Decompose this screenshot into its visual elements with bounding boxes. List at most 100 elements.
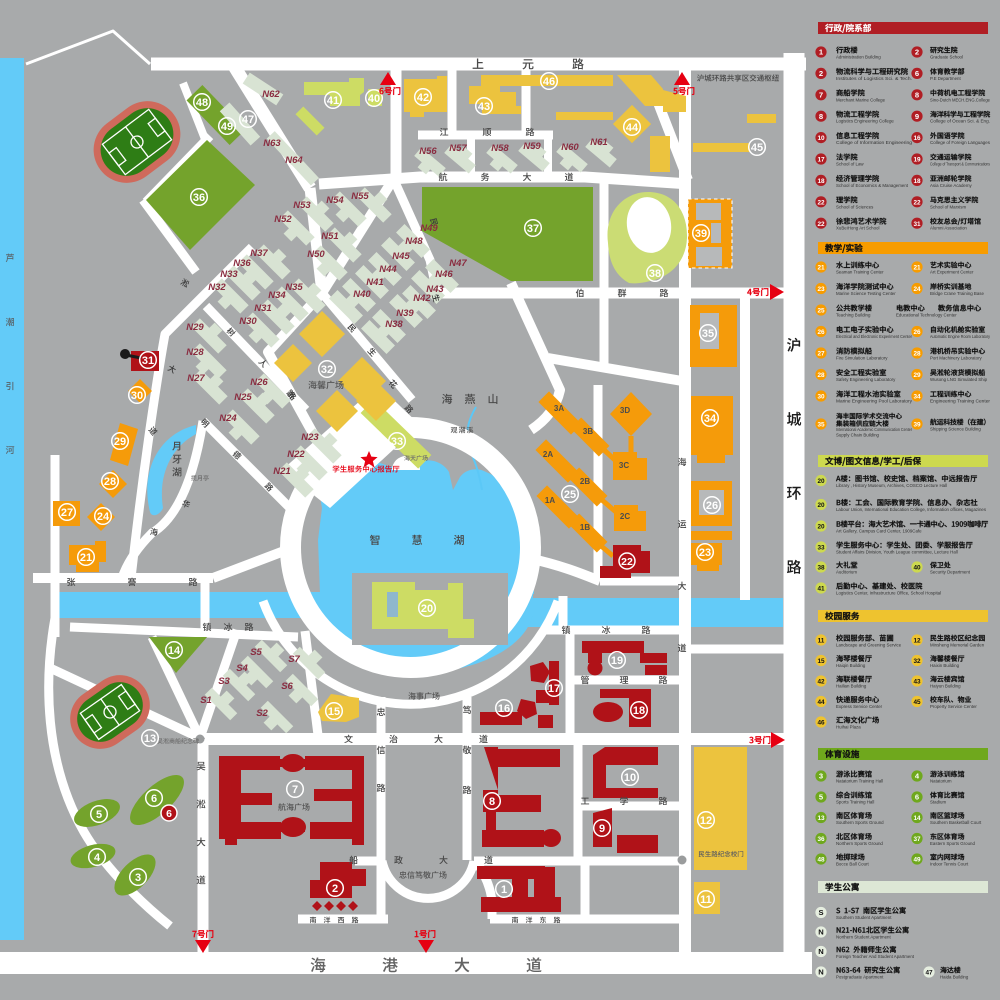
dorm-label-N38: N38 [385, 319, 403, 330]
marker-45: 45 [747, 137, 767, 157]
dorm-label-N23: N23 [301, 432, 319, 443]
building-S7-nub [307, 649, 323, 665]
item-en: Postgraduate Apartment [836, 975, 884, 980]
building-18b [593, 702, 623, 722]
item-cn [836, 811, 872, 819]
section-header-bar [818, 610, 988, 622]
marker-49: 49 [217, 116, 237, 136]
building-N47-nub [428, 274, 444, 290]
building-20-slot [387, 592, 398, 617]
building-3B [570, 417, 610, 457]
building-3D [610, 392, 652, 436]
dorm-label-S5: S5 [250, 647, 262, 658]
unit-label-2B: 2B [580, 477, 590, 486]
road-zhangjian-e [211, 543, 294, 583]
building-N51-nub [342, 231, 358, 247]
marker-num: 1 [501, 884, 507, 896]
item-en: Haixin Building [930, 663, 960, 668]
item-en: Engineering Training Center [930, 399, 991, 404]
badge-num: 29 [913, 372, 921, 379]
marker-num: 25 [564, 489, 576, 501]
building-N55-nub [372, 191, 388, 207]
badge-num: 4 [915, 772, 920, 781]
gate-triangle [771, 732, 785, 748]
item-cn [930, 418, 986, 426]
dorm-label-N44: N44 [379, 264, 397, 275]
marker-20: 20 [417, 598, 437, 618]
road-label-hangwu [438, 172, 574, 182]
road-label-guanli [580, 675, 668, 685]
road-dorm-a [126, 243, 256, 579]
road-label-zhenbing-w [202, 622, 254, 632]
dorm-label-N36: N36 [233, 258, 251, 269]
item-en: Auditorium [836, 570, 857, 575]
badge-num: 3 [819, 772, 823, 781]
building-N35-nub [306, 282, 322, 298]
marker-1: 1 [494, 879, 514, 899]
building-46 [481, 75, 613, 86]
item-cn [930, 390, 972, 398]
building-23 [691, 543, 722, 565]
building-N56-nub [417, 159, 433, 175]
dorm-label-N29: N29 [186, 322, 204, 333]
item-cn [836, 412, 902, 420]
building-S5 [254, 639, 288, 673]
road-char [264, 482, 274, 492]
marker-44: 44 [622, 117, 642, 137]
item-en: Minsheng Memorial Garden [930, 643, 985, 648]
building-32-a [299, 311, 345, 357]
gate-label [192, 929, 214, 939]
dorm-label-N48: N48 [405, 236, 423, 247]
item-cn [930, 89, 986, 97]
marker-17: 17 [544, 678, 564, 698]
marker-19: 19 [607, 650, 627, 670]
section-header [824, 23, 872, 33]
marker-37: 37 [523, 218, 543, 238]
building-N36-nub [242, 270, 258, 286]
building-S2 [260, 700, 294, 734]
area-label-hanghai-sq [278, 803, 310, 811]
item-en: Indoor Tennis Court [930, 862, 969, 867]
building-19-foot [587, 660, 603, 676]
item-en: Foreign Teacher And Student Apartment [836, 954, 915, 959]
building-N45 [368, 252, 402, 286]
item-cn [930, 655, 965, 662]
road-label-shangyuan [472, 58, 584, 70]
badge-num: 42 [817, 679, 825, 686]
building-N34-nub [277, 302, 293, 318]
road-char [226, 327, 236, 337]
item-en: Wusong LNG Simulated Ship [930, 377, 988, 382]
badge-num: 48 [817, 857, 825, 864]
gate-label [747, 287, 769, 297]
building-32-e [316, 390, 358, 432]
area-label-lanyue [191, 475, 209, 481]
badge-num: 14 [913, 815, 921, 822]
badge-num: 13 [817, 815, 825, 822]
building-S6-nub [288, 688, 304, 704]
item-cn [836, 67, 908, 75]
marker-num: 27 [61, 507, 73, 519]
gate-5号门 [673, 72, 695, 96]
marker-11: 11 [696, 889, 716, 909]
marker-num: 3 [135, 872, 141, 884]
item-cn [930, 561, 951, 569]
road-char [429, 218, 439, 226]
plaza-arc [377, 859, 479, 903]
dorm-label-N32: N32 [208, 282, 226, 293]
building-N21 [278, 462, 314, 498]
badge-num: 6 [915, 69, 919, 78]
building-N61 [585, 138, 617, 168]
building-N41-nub [345, 293, 361, 309]
marker-30: 30 [127, 385, 147, 405]
item-cn [930, 325, 985, 333]
item-en: Northern Sports Ground [836, 841, 883, 846]
item-en: Southern Student Apartment [836, 915, 892, 920]
